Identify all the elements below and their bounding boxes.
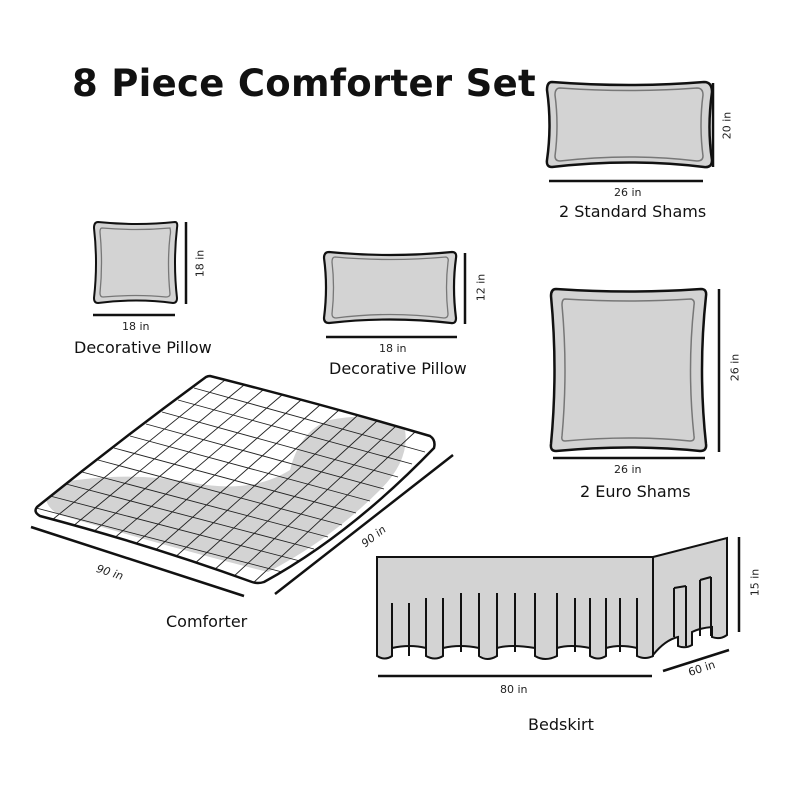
rect-pillow-label: Decorative Pillow: [329, 359, 467, 378]
comforter-illustration: [30, 374, 454, 598]
rect-pillow-height-dim: 12 in: [474, 273, 488, 302]
square-pillow-label: Decorative Pillow: [74, 338, 212, 357]
page-title: 8 Piece Comforter Set: [72, 62, 536, 105]
square-pillow-width-dim: 18 in: [122, 320, 150, 333]
standard-sham-illustration: [545, 80, 715, 183]
bedskirt-illustration: [376, 536, 741, 678]
euro-sham-height-dim: 26 in: [728, 353, 742, 382]
standard-sham-width-dim: 26 in: [614, 186, 642, 199]
euro-sham-width-dim: 26 in: [614, 463, 642, 476]
standard-shams-label: 2 Standard Shams: [559, 202, 707, 221]
bedskirt-length-dim: 80 in: [500, 683, 528, 696]
square-pillow-illustration: [92, 220, 188, 317]
euro-sham-illustration: [549, 287, 721, 460]
bedskirt-label: Bedskirt: [528, 715, 594, 734]
comforter-label: Comforter: [166, 612, 248, 631]
standard-sham-height-dim: 20 in: [720, 111, 734, 140]
euro-shams-label: 2 Euro Shams: [580, 482, 691, 501]
rect-pillow-width-dim: 18 in: [379, 342, 407, 355]
bedskirt-drop-dim: 15 in: [748, 568, 762, 597]
square-pillow-height-dim: 18 in: [193, 249, 207, 278]
rect-pillow-illustration: [322, 250, 467, 339]
